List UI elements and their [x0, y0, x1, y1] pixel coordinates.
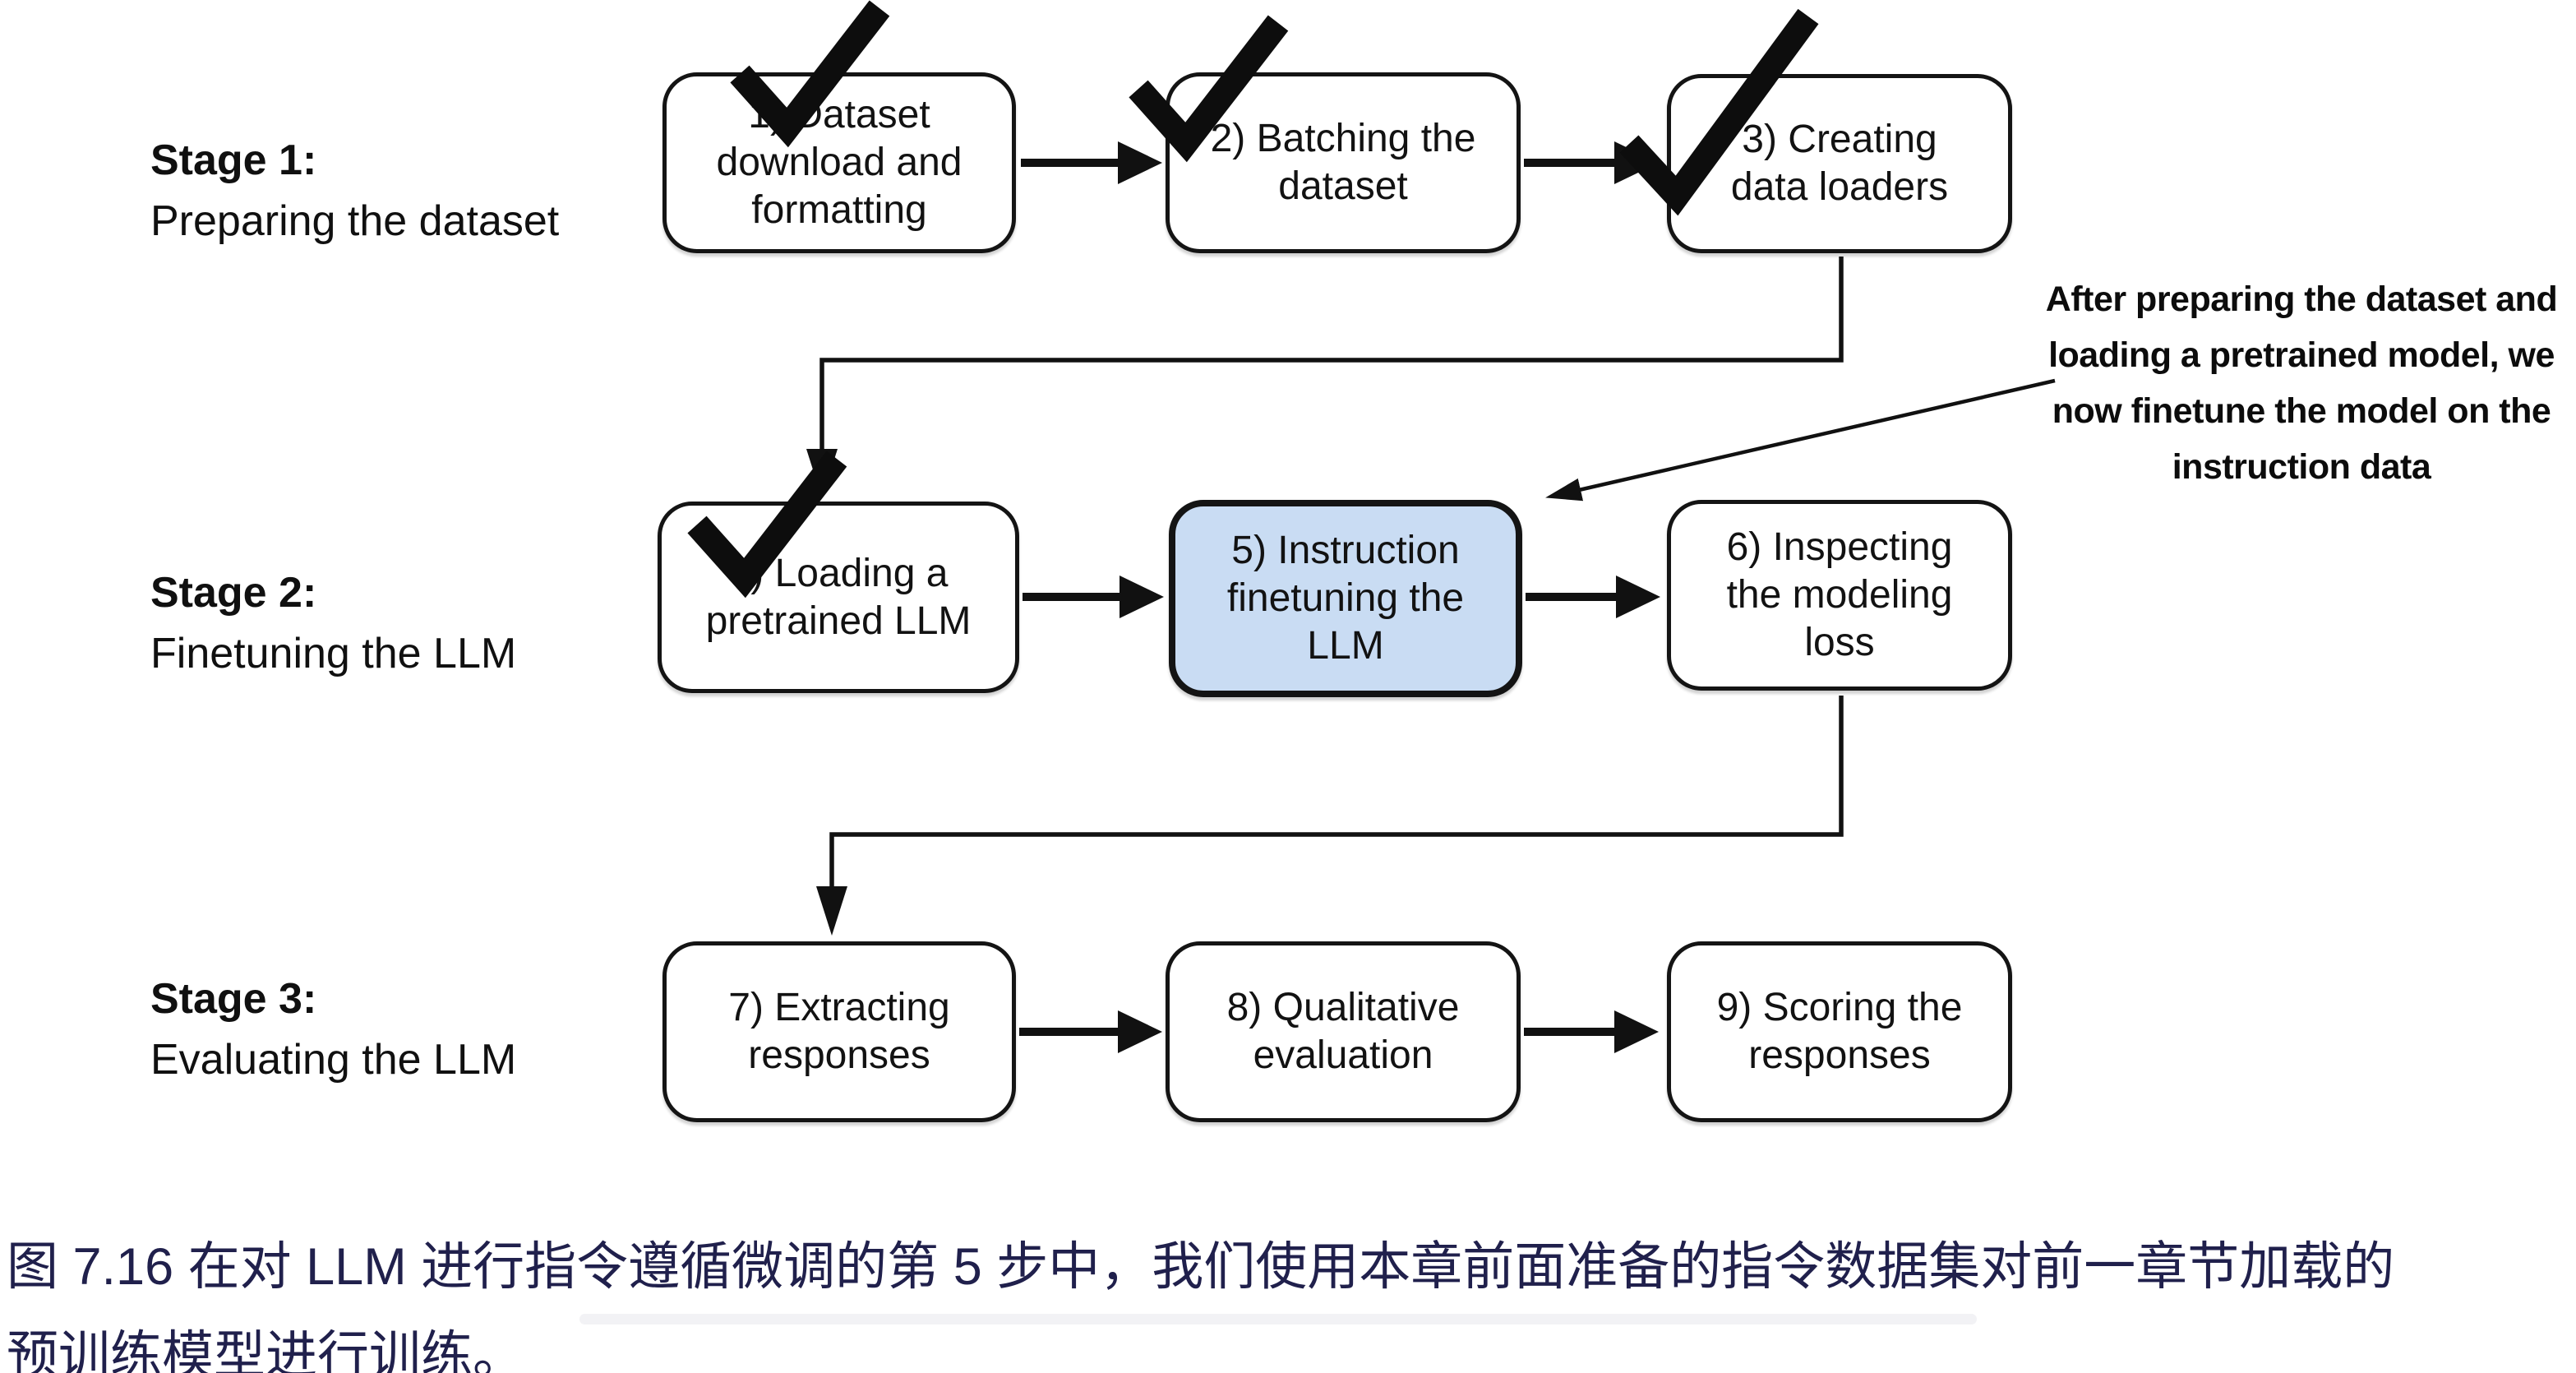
figure-caption: 图 7.16 在对 LLM 进行指令遵循微调的第 5 步中，我们使用本章前面准备… [7, 1238, 2395, 1373]
flow-box-6: 6) Inspecting the modeling loss [1667, 500, 2012, 691]
flow-box-1: 1) Dataset download and formatting [662, 72, 1016, 253]
cropped-bottom-bar [579, 1314, 1977, 1324]
check-icon-step3 [1619, 8, 1819, 216]
stage1-subtitle: Preparing the dataset [150, 197, 560, 245]
stage2-label: Stage 2: Finetuning the LLM [150, 562, 693, 684]
elbow-connector-step3-step4 [806, 257, 1844, 498]
stage3-label: Stage 3: Evaluating the LLM [150, 968, 693, 1090]
stage3-title: Stage 3: [150, 975, 317, 1023]
stage2-title: Stage 2: [150, 569, 317, 617]
flow-box-8: 8) Qualitative evaluation [1166, 941, 1521, 1122]
flow-box-3: 3) Creating data loaders [1667, 74, 2012, 253]
flow-box-9: 9) Scoring the responses [1667, 941, 2012, 1122]
stage1-label: Stage 1: Preparing the dataset [150, 130, 693, 252]
check-icon-step1 [730, 0, 890, 148]
stage2-subtitle: Finetuning the LLM [150, 630, 517, 677]
flow-box-7: 7) Extracting responses [662, 941, 1016, 1122]
check-icon-step2 [1129, 15, 1289, 163]
annotation-note: After preparing the dataset and loading … [2045, 280, 2558, 487]
annotation-arrow [1545, 378, 2056, 502]
flow-box-5: 5) Instruction finetuning the LLM [1169, 500, 1522, 697]
elbow-connector-step6-step7 [816, 696, 1844, 936]
stage1-title: Stage 1: [150, 136, 317, 184]
stage3-subtitle: Evaluating the LLM [150, 1036, 517, 1084]
check-icon-step4 [687, 451, 847, 599]
